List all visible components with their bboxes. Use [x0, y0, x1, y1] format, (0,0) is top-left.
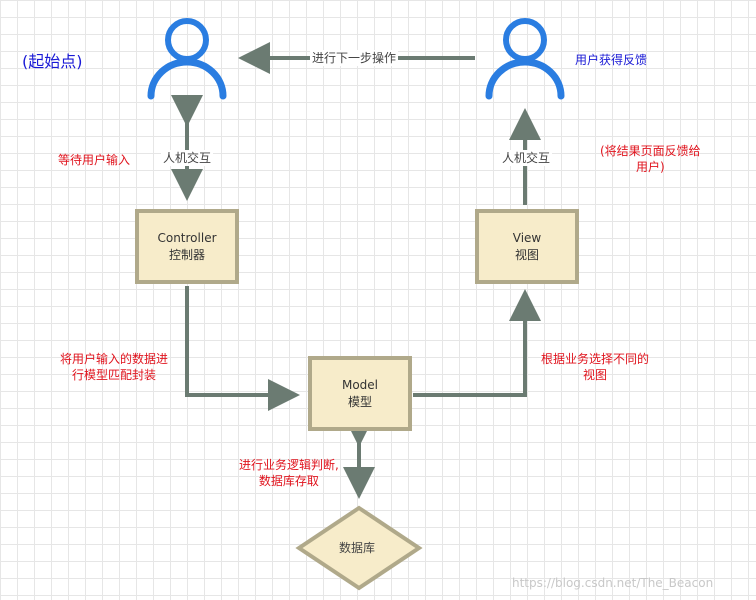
model-subtitle: 模型: [347, 394, 372, 409]
database-node-shape: [295, 505, 423, 591]
user-feedback-icon: [485, 18, 565, 100]
business-logic-label: 进行业务逻辑判断, 数据库存取: [239, 457, 339, 489]
user-feedback-label: 用户获得反馈: [575, 53, 648, 67]
start-point-label: (起始点): [22, 52, 83, 71]
return-feedback-line2: 用户): [636, 160, 665, 174]
business-logic-line1: 进行业务逻辑判断,: [239, 458, 339, 472]
encapsulate-line1: 将用户输入的数据进: [60, 352, 169, 366]
model-title: Model: [341, 377, 379, 392]
select-view-line2: 视图: [583, 368, 608, 382]
view-title: View: [512, 230, 542, 245]
watermark: https://blog.csdn.net/The_Beacon: [512, 576, 714, 590]
view-node: View 视图: [475, 209, 579, 284]
encapsulate-line2: 行模型匹配封装: [72, 368, 157, 382]
view-subtitle: 视图: [514, 247, 539, 262]
model-to-view-arrow: [413, 289, 541, 397]
user-start-icon: [147, 18, 227, 100]
return-feedback-line1: (将结果页面反馈给: [600, 144, 701, 158]
next-step-label: 进行下一步操作: [310, 50, 399, 66]
return-feedback-label: (将结果页面反馈给 用户): [600, 143, 701, 175]
select-view-line1: 根据业务选择不同的: [541, 352, 650, 366]
select-view-label: 根据业务选择不同的 视图: [541, 351, 649, 383]
hci-left-label: 人机交互: [161, 150, 214, 166]
encapsulate-label: 将用户输入的数据进 行模型匹配封装: [60, 351, 168, 383]
controller-to-model-arrow: [185, 286, 300, 411]
wait-input-label: 等待用户输入: [58, 153, 131, 167]
model-node: Model 模型: [308, 356, 412, 431]
business-logic-line2: 数据库存取: [258, 474, 319, 488]
hci-right-label: 人机交互: [500, 150, 553, 166]
database-label: 数据库: [339, 541, 376, 555]
controller-title: Controller: [157, 230, 217, 245]
controller-subtitle: 控制器: [168, 247, 205, 262]
controller-node: Controller 控制器: [135, 209, 239, 284]
